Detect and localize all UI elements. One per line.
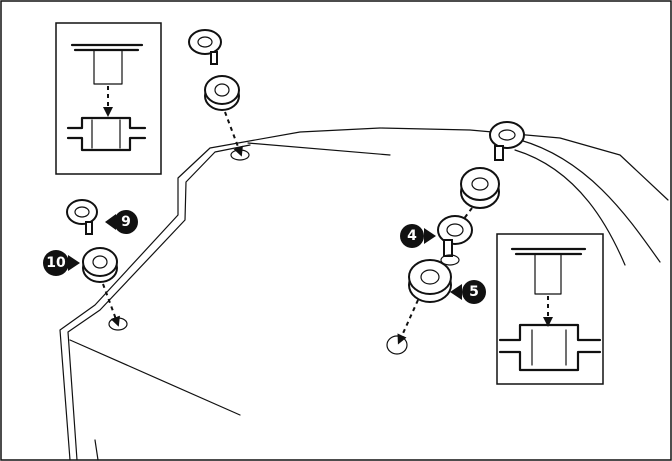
callout-10-label: 10 [46,255,66,271]
lower-right-inset [496,233,604,385]
callout-4: 4 [400,224,436,248]
upper-left-inset [55,22,162,175]
callout-9: 9 [105,210,138,234]
left-clip-stack [66,199,128,331]
upper-clip-stack [188,29,250,161]
right-lower-clip-stack [386,215,473,355]
callout-4-label: 4 [407,228,417,244]
callout-10: 10 [43,250,80,276]
callout-9-label: 9 [121,214,131,230]
callout-5: 5 [450,280,486,304]
callout-5-label: 5 [469,284,479,300]
right-upper-clip-stack [459,121,525,225]
trim-panel-outline [59,127,669,461]
